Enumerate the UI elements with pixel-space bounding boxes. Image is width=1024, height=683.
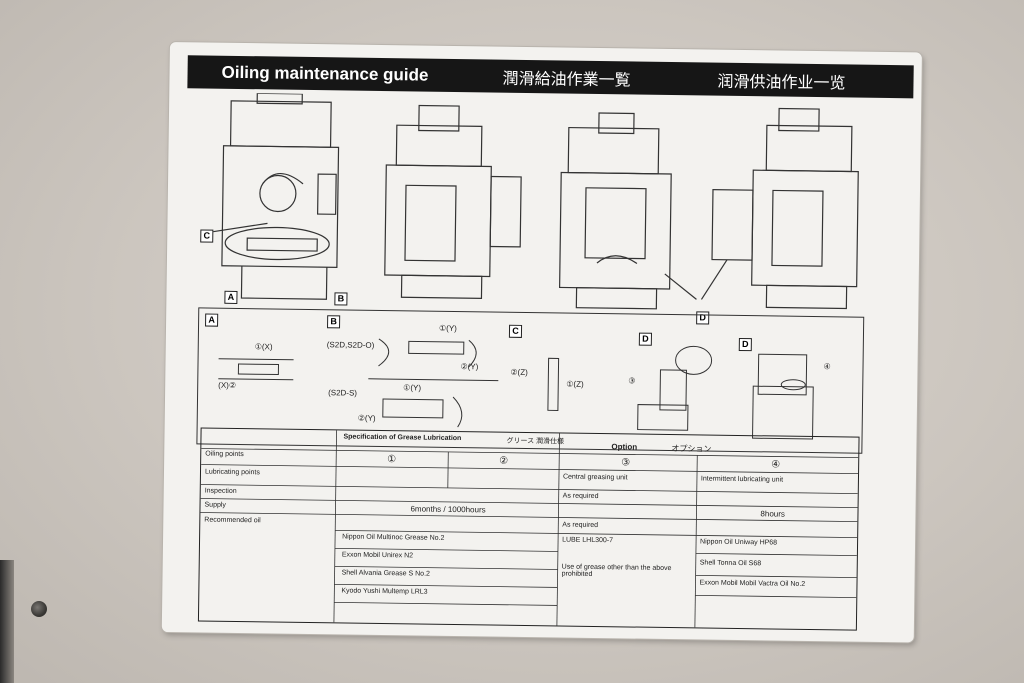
machine-view-3 [559,112,697,310]
machine-view-4 [700,107,859,310]
detail-c-1z: ①(Z) [566,379,584,389]
row-inspection: Inspection [204,487,237,495]
marker-a: A [224,290,238,304]
title-japanese: 潤滑給油作業一覧 [502,68,631,89]
title-chinese: 润滑供油作业一览 [717,71,846,92]
detail-panel: A B C D D ①(X) (X)② [196,307,865,454]
row-lubricating-points: Lubricating points [204,468,260,477]
row-supply: Supply [204,501,226,509]
oil-nippon: Nippon Oil Multinoc Grease No.2 [342,533,445,542]
detail-b-1y-bottom: ①(Y) [403,383,422,393]
wall-screw [31,601,47,617]
intermittent-unit: Intermittent lubricating unit [700,475,784,484]
detail-a-2x: (X)② [218,380,237,390]
machine-view-2 [384,104,522,299]
detail-a-1x: ①(X) [254,342,273,352]
header-option-ja: オプション [671,444,712,454]
col-4: ④ [771,459,781,471]
detail-d-4: ④ [823,362,831,372]
interval-main: 6months / 1000hours [410,504,486,515]
detail-b-s2ds: (S2D-S) [328,388,358,398]
header-option: Option [611,442,638,452]
detail-b-1y-top: ①(Y) [438,323,457,334]
oil-shell: Shell Alvania Grease S No.2 [341,569,430,578]
lubrication-table: Oiling points Lubricating points Inspect… [197,427,860,631]
detail-b-2y-top: ②(Y) [460,362,479,372]
detail-c-2z: ②(Z) [510,367,528,378]
as-required-1: As required [562,492,599,501]
col-3: ③ [621,457,631,469]
as-required-2: As required [562,521,599,530]
row-recommended-oil: Recommended oil [204,516,261,525]
interval-4: 8hours [760,509,785,519]
oil-kyodo: Kyodo Yushi Multemp LRL3 [341,587,428,596]
marker-c: C [200,229,214,243]
detail-drawings [218,338,814,440]
marker-b: B [334,292,348,306]
central-greasing: Central greasing unit [562,473,628,482]
machine-drawings [207,92,859,310]
row-oiling-points: Oiling points [205,450,244,459]
oil4-shell: Shell Tonna Oil S68 [699,559,762,568]
col-1: ① [387,454,397,466]
grease-note: Use of grease other than the above prohi… [561,563,672,578]
detail-b-s2do: (S2D,S2D-O) [326,340,375,350]
title-english: Oiling maintenance guide [221,62,429,85]
oil4-nippon: Nippon Oil Uniway HP68 [700,538,778,547]
detail-d-3: ③ [628,376,636,386]
lube-unit: LUBE LHL300-7 [562,536,614,545]
machine-edge [0,560,14,683]
col-2: ② [499,455,509,467]
title-bar: Oiling maintenance guide 潤滑給油作業一覧 润滑供油作业… [187,55,914,99]
machine-view-1 [207,92,340,300]
detail-b-2y-bottom: ②(Y) [357,413,376,423]
header-spec-ja: グリース 潤滑仕様 [506,437,565,446]
oiling-guide-plate: Oiling maintenance guide 潤滑給油作業一覧 润滑供油作业… [161,42,922,643]
table-grid [200,430,859,628]
oil-exxon: Exxon Mobil Unirex N2 [341,551,414,560]
